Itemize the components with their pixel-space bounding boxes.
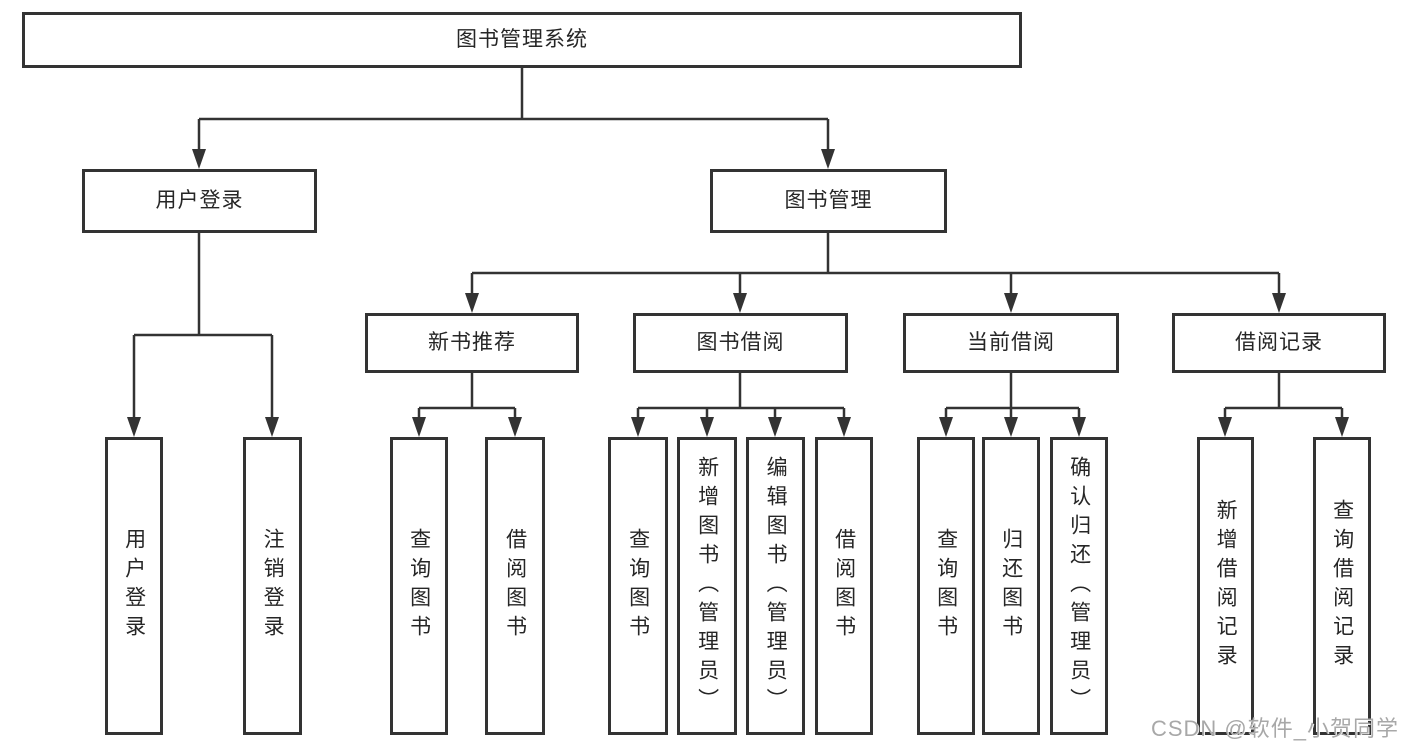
leaf-cb-return-books: 归还图书 bbox=[982, 437, 1040, 735]
leaf-logout-label: 注销登录 bbox=[261, 528, 285, 644]
leaf-cb-confirm-return-admin-label: 确认归还（管理员） bbox=[1067, 455, 1091, 717]
leaf-bb-borrow-books-label: 借阅图书 bbox=[832, 528, 856, 644]
leaf-user-login: 用户登录 bbox=[105, 437, 163, 735]
leaf-user-login-label: 用户登录 bbox=[122, 528, 146, 644]
leaf-bb-edit-books-admin-label: 编辑图书（管理员） bbox=[764, 455, 788, 717]
csdn-watermark: CSDN @软件_小贺同学 bbox=[1150, 716, 1399, 741]
leaf-cb-query-books-label: 查询图书 bbox=[934, 528, 958, 644]
arrowheads bbox=[127, 149, 1349, 437]
leaf-cb-confirm-return-admin: 确认归还（管理员） bbox=[1050, 437, 1108, 735]
leaf-br-add-record: 新增借阅记录 bbox=[1197, 437, 1254, 735]
leaf-cb-return-books-label: 归还图书 bbox=[999, 528, 1023, 644]
leaf-nbr-borrow-books: 借阅图书 bbox=[485, 437, 545, 735]
node-book-management: 图书管理 bbox=[710, 169, 947, 233]
leaf-nbr-borrow-books-label: 借阅图书 bbox=[503, 528, 527, 644]
leaf-bb-edit-books-admin: 编辑图书（管理员） bbox=[746, 437, 805, 735]
leaf-bb-borrow-books: 借阅图书 bbox=[815, 437, 873, 735]
leaf-bb-add-books-admin-label: 新增图书（管理员） bbox=[695, 455, 719, 717]
leaf-cb-query-books: 查询图书 bbox=[917, 437, 975, 735]
leaf-br-add-record-label: 新增借阅记录 bbox=[1214, 499, 1238, 673]
leaf-logout: 注销登录 bbox=[243, 437, 302, 735]
leaf-bb-add-books-admin: 新增图书（管理员） bbox=[677, 437, 737, 735]
node-borrow-records: 借阅记录 bbox=[1172, 313, 1386, 373]
node-new-book-recommend: 新书推荐 bbox=[365, 313, 579, 373]
leaf-nbr-query-books-label: 查询图书 bbox=[407, 528, 431, 644]
leaf-br-query-record: 查询借阅记录 bbox=[1313, 437, 1371, 735]
node-library-management-system: 图书管理系统 bbox=[22, 12, 1022, 68]
node-current-borrowing: 当前借阅 bbox=[903, 313, 1119, 373]
leaf-br-query-record-label: 查询借阅记录 bbox=[1330, 499, 1354, 673]
leaf-bb-query-books-label: 查询图书 bbox=[626, 528, 650, 644]
node-book-borrowing: 图书借阅 bbox=[633, 313, 848, 373]
leaf-nbr-query-books: 查询图书 bbox=[390, 437, 448, 735]
leaf-bb-query-books: 查询图书 bbox=[608, 437, 668, 735]
node-user-login: 用户登录 bbox=[82, 169, 317, 233]
